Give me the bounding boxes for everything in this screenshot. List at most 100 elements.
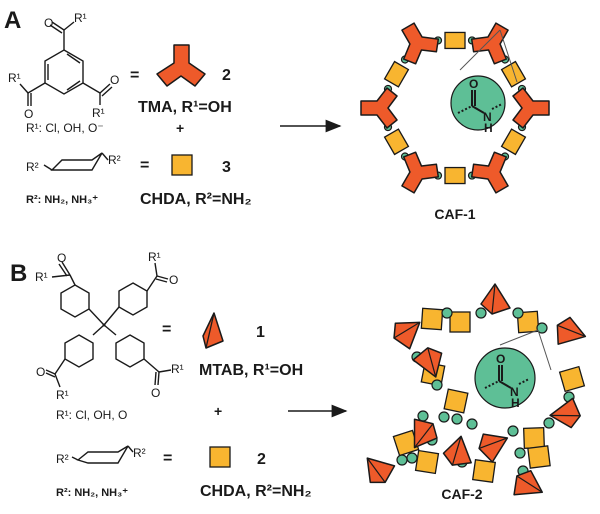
tetrahedral-node — [556, 316, 587, 345]
chda-count-a: 3 — [222, 159, 231, 176]
amide-inset-circle — [474, 347, 536, 409]
trigonal-node — [401, 151, 440, 194]
svg-text:R²: R² — [56, 452, 69, 466]
tetrahedral-node — [412, 347, 443, 378]
chda-structure-a: R² R² — [26, 152, 121, 174]
square-node — [383, 128, 410, 156]
square-node — [443, 388, 469, 414]
svg-text:O: O — [57, 251, 66, 265]
square-node-icon-b — [209, 446, 231, 468]
svg-text:R²: R² — [133, 446, 146, 460]
amide-oxygen: O — [496, 352, 505, 366]
chda-name-a: CHDA, R²=NH₂ — [140, 191, 252, 208]
chda-r2-options-b: R²: NH₂, NH₃⁺ — [56, 487, 128, 499]
amide-nitrogen: N — [510, 385, 519, 399]
trigonal-node — [470, 22, 509, 65]
tetrahedral-node — [393, 321, 421, 350]
mtab-name: MTAB, R¹=OH — [199, 362, 303, 379]
tma-count: 2 — [222, 67, 231, 84]
plus-sign-b: + — [214, 403, 222, 419]
amide-bond-dot — [441, 307, 453, 319]
svg-text:O: O — [44, 16, 53, 30]
plus-sign-a: + — [176, 120, 184, 136]
square-node — [414, 449, 440, 475]
amide-bond-dot — [396, 454, 408, 466]
amide-bond-dot — [431, 379, 443, 391]
svg-text:R¹: R¹ — [148, 250, 161, 264]
trigonal-node — [401, 22, 440, 65]
trigonal-node — [360, 87, 398, 129]
svg-text:R¹: R¹ — [35, 270, 48, 284]
chda-name-b: CHDA, R²=NH₂ — [200, 483, 312, 500]
square-node — [522, 426, 546, 450]
trigonal-node — [512, 87, 550, 129]
linker-unit — [433, 166, 477, 185]
mtab-count: 1 — [256, 324, 265, 341]
square-node — [516, 310, 540, 334]
svg-text:R¹: R¹ — [8, 71, 21, 85]
square-node — [444, 31, 466, 50]
svg-text:R²: R² — [26, 160, 39, 174]
tetrahedral-node-icon — [202, 312, 224, 349]
tma-structure: O R¹ R¹ O O R¹ — [8, 11, 119, 121]
svg-text:O: O — [151, 386, 160, 400]
svg-text:R¹: R¹ — [92, 106, 105, 120]
chda-r2-options-a: R²: NH₂, NH₃⁺ — [26, 194, 98, 206]
square-node — [471, 458, 497, 484]
chda-count-b: 2 — [257, 451, 266, 468]
mtab-r1-options: R¹: Cl, OH, O — [56, 408, 127, 422]
square-node — [420, 307, 444, 331]
svg-text:O: O — [169, 273, 178, 287]
svg-text:R²: R² — [108, 153, 121, 167]
square-node-icon-a — [171, 154, 193, 176]
linker-unit — [433, 31, 477, 50]
caf-1-label: CAF-1 — [434, 206, 475, 222]
square-node — [500, 60, 527, 88]
amide-inset-circle — [450, 75, 506, 131]
caf-2-framework: O NH — [366, 283, 587, 496]
panel-a-label: A — [4, 7, 21, 34]
tma-r1-options: R¹: Cl, OH, O⁻ — [26, 121, 104, 135]
svg-text:O: O — [24, 107, 33, 121]
square-node — [449, 311, 471, 333]
svg-text:=: = — [162, 321, 171, 338]
tetrahedral-node — [549, 397, 581, 429]
svg-text:=: = — [163, 450, 172, 467]
amide-bond-dot — [438, 411, 450, 423]
tetrahedral-node — [442, 435, 472, 466]
square-node — [444, 166, 466, 185]
trigonal-node-icon — [156, 44, 206, 87]
amide-oxygen: O — [469, 77, 478, 91]
svg-text:=: = — [130, 67, 139, 84]
amide-bond-dot — [475, 307, 487, 319]
amide-bond-dot — [466, 418, 478, 430]
amide-bond-dot — [512, 307, 524, 319]
tetrahedral-node — [513, 469, 544, 496]
amide-bond-dot — [536, 322, 548, 334]
tetrahedral-node — [366, 457, 396, 484]
tetrahedral-node — [478, 433, 509, 463]
svg-text:O: O — [36, 365, 45, 379]
svg-text:O: O — [110, 73, 119, 87]
tetrahedral-node — [413, 418, 438, 449]
amide-bond-dot — [507, 425, 519, 437]
panel-b-label: B — [10, 260, 27, 287]
tma-name: TMA, R¹=OH — [138, 99, 232, 116]
amide-bond-dot — [451, 413, 463, 425]
amide-bond-dot — [406, 452, 418, 464]
chda-structure-b: R² R² — [56, 445, 146, 466]
amide-bond-dot — [543, 417, 555, 429]
trigonal-node — [470, 151, 509, 194]
mtab-structure: O R¹ O R¹ O R¹ O R¹ — [35, 250, 184, 402]
amide-bond-dot — [417, 410, 429, 422]
svg-text:R¹: R¹ — [171, 362, 184, 376]
square-node — [558, 365, 586, 393]
svg-text:R¹: R¹ — [74, 11, 87, 25]
amide-bond-dot — [514, 447, 526, 459]
amide-hydrogen: H — [511, 396, 520, 410]
square-node — [527, 445, 551, 469]
square-node — [500, 128, 527, 156]
amide-hydrogen: H — [484, 121, 493, 135]
svg-text:R¹: R¹ — [56, 388, 69, 402]
